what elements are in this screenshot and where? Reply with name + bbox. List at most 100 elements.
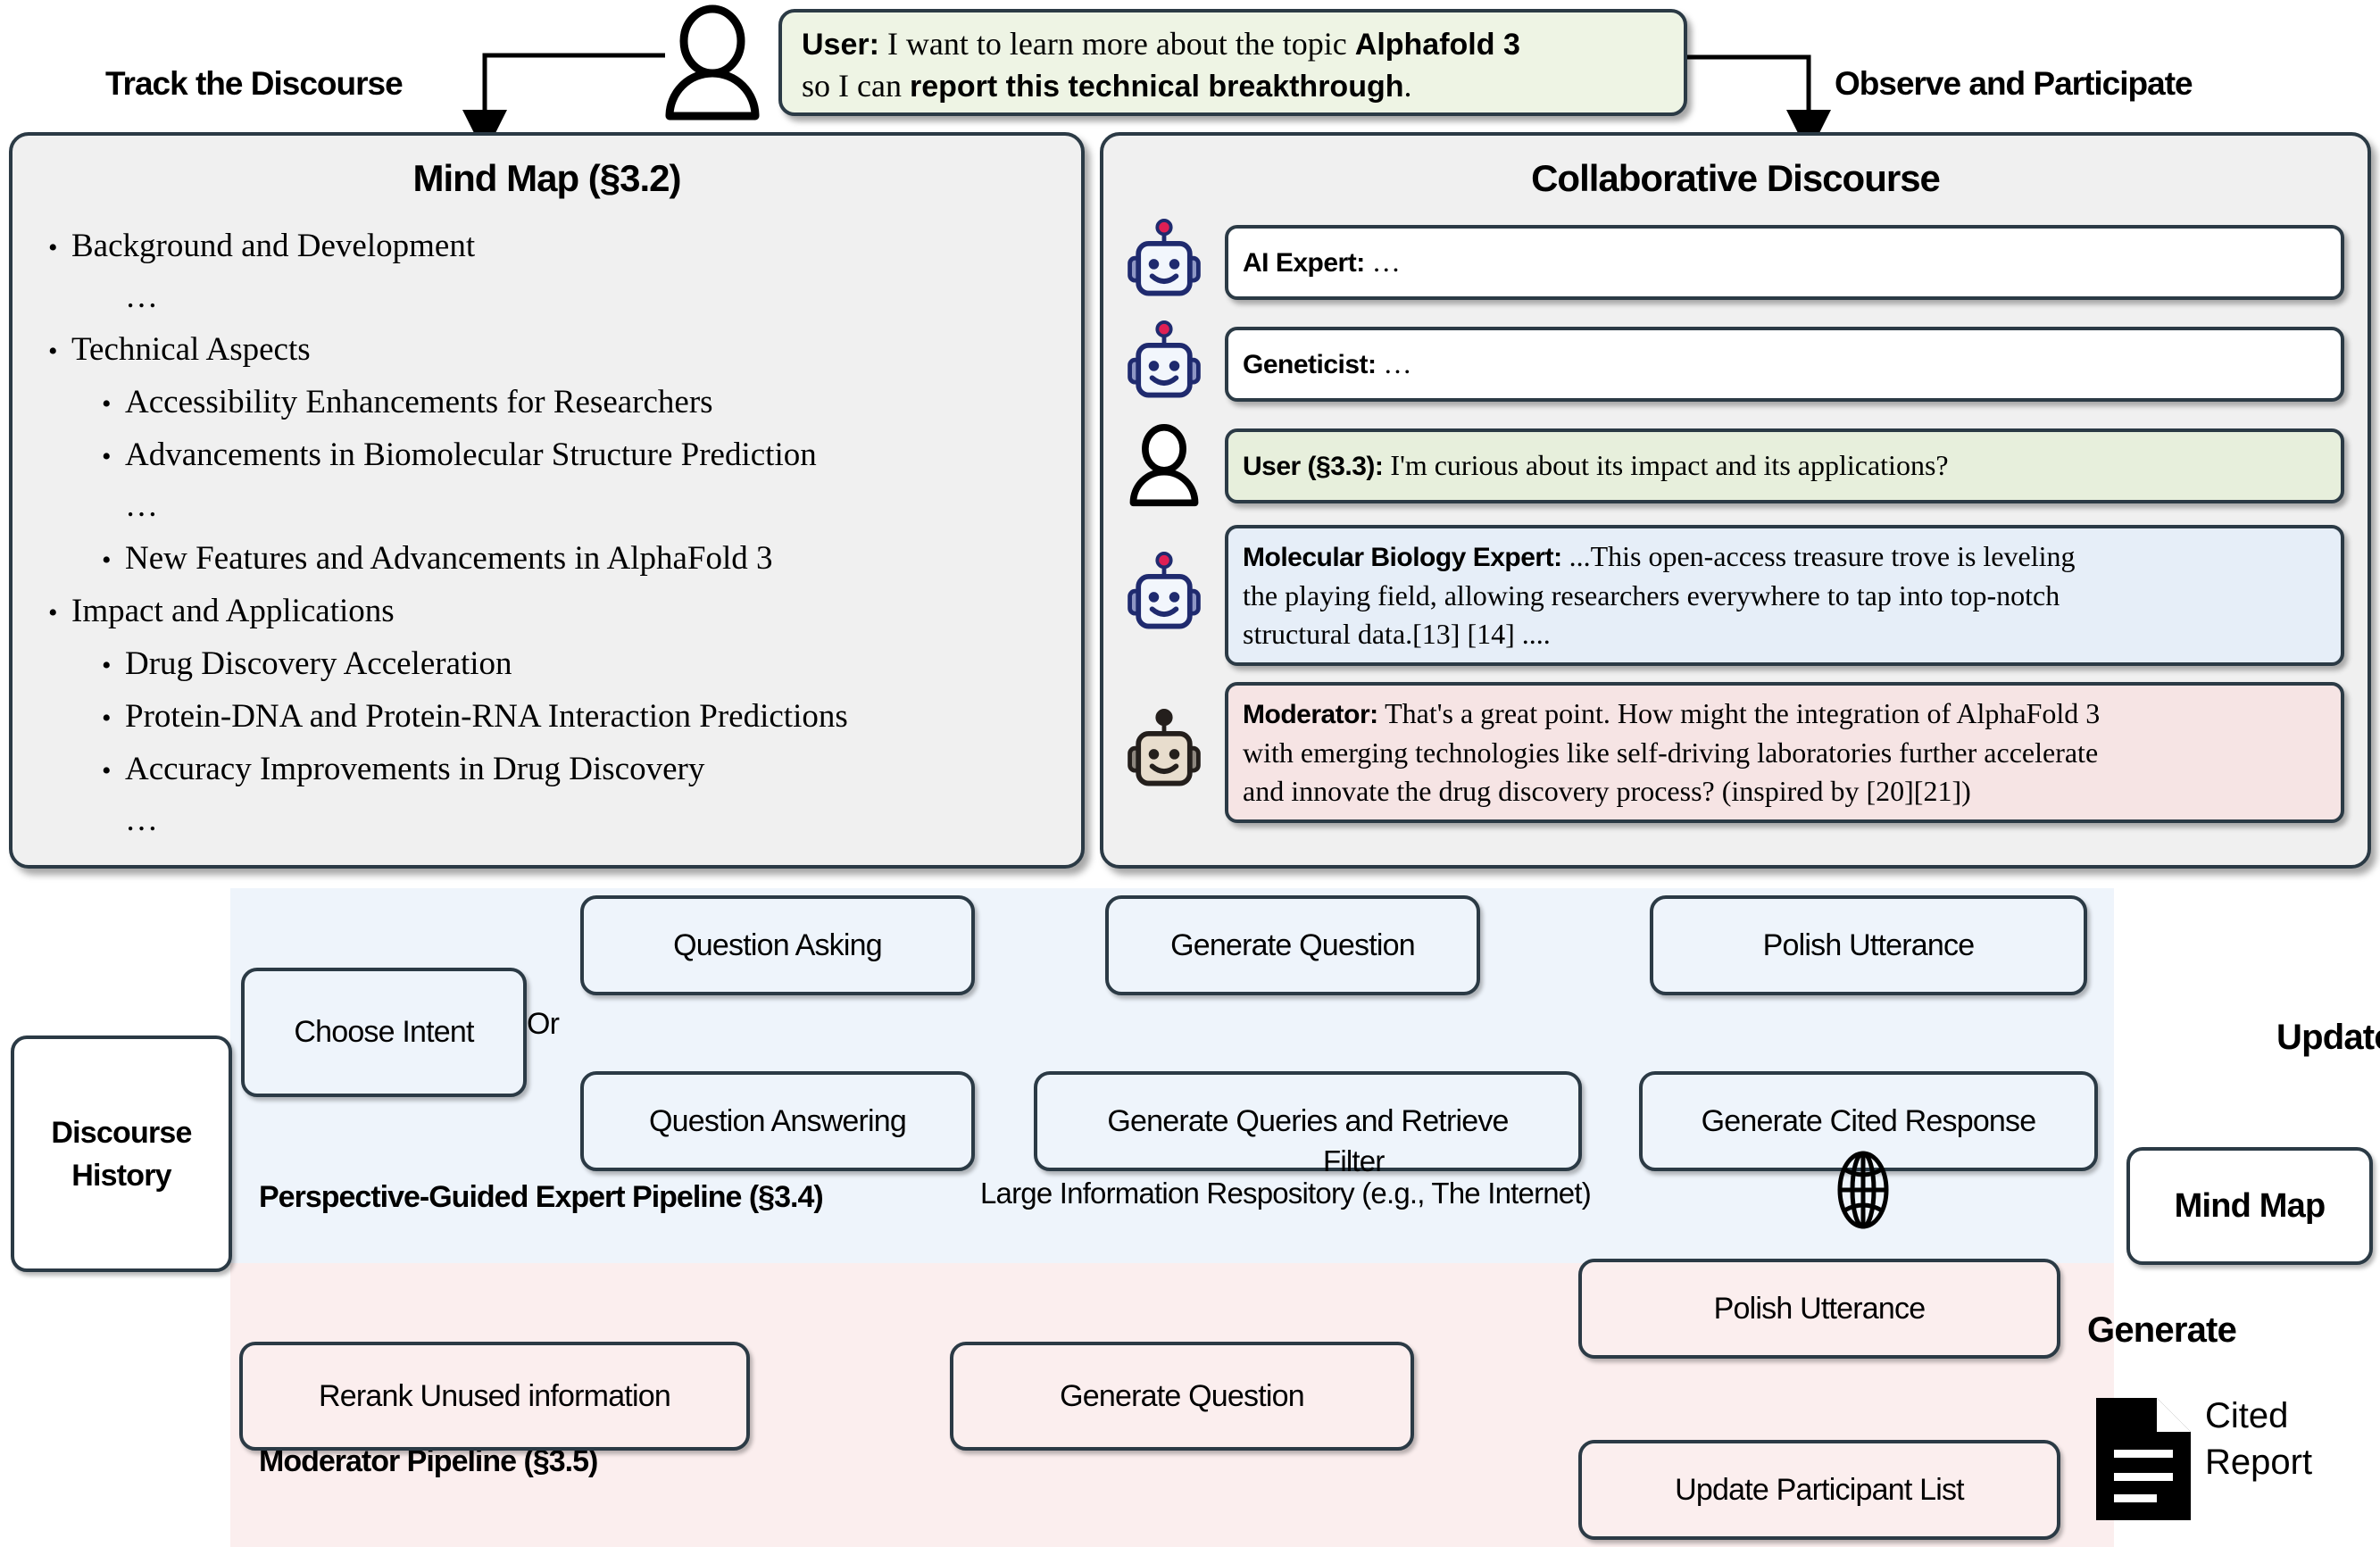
discourse-speaker-label: AI Expert: <box>1243 248 1365 278</box>
mind-map-panel: Mind Map (§3.2) • Background and Developm… <box>9 132 1085 869</box>
user-prompt-line2-plain-b: . <box>1403 68 1412 104</box>
user-person-avatar-top <box>665 4 760 121</box>
discourse-message-row: User (§3.3): I'm curious about its impac… <box>1119 423 2344 509</box>
collaborative-discourse-panel: Collaborative Discourse AI Expert: … Gene… <box>1100 132 2371 869</box>
discourse-speaker-label: Geneticist: <box>1243 350 1377 379</box>
discourse-message-line: AI Expert: … <box>1243 245 1401 278</box>
bullet-icon: • <box>102 651 112 680</box>
discourse-message-line: User (§3.3): I'm curious about its impac… <box>1243 449 1949 481</box>
avatar <box>1119 552 1209 638</box>
user-prompt-bubble: User: I want to learn more about the top… <box>778 9 1687 116</box>
bullet-icon: • <box>48 598 58 628</box>
user-prompt-line-2: so I can report this technical breakthro… <box>802 65 1666 107</box>
mind-map-item-label: Drug Discovery Acceleration <box>125 645 512 682</box>
user-prompt-line1-plain: I want to learn more about the topic <box>878 26 1355 62</box>
bullet-icon: • <box>48 233 58 262</box>
discourse-message-line: with emerging technologies like self-dri… <box>1243 736 2099 769</box>
moderator-polish-utterance-box[interactable]: Polish Utterance <box>1578 1259 2060 1359</box>
discourse-message-line: Moderator: That's a great point. How mig… <box>1243 697 2101 729</box>
mind-map-item: • New Features and Advancements in AlphaF… <box>102 539 1081 578</box>
discourse-message-bubble[interactable]: Moderator: That's a great point. How mig… <box>1225 682 2344 823</box>
track-the-discourse-label: Track the Discourse <box>105 65 404 102</box>
mind-map-item-label: Impact and Applications <box>71 593 395 629</box>
discourse-message-bubble[interactable]: Molecular Biology Expert: ...This open-a… <box>1225 525 2344 666</box>
mind-map-item: … <box>102 801 1081 839</box>
or-label: Or <box>527 1007 560 1041</box>
avatar <box>1119 423 1209 509</box>
bullet-icon: • <box>102 756 112 786</box>
rerank-unused-information-box[interactable]: Rerank Unused information <box>239 1342 750 1451</box>
mind-map-item-label: Protein-DNA and Protein-RNA Interaction … <box>125 698 848 735</box>
discourse-history-label-2: History <box>71 1158 171 1193</box>
cited-report-label: Cited Report <box>2205 1393 2312 1485</box>
discourse-message-line: and innovate the drug discovery process?… <box>1243 775 1971 807</box>
user-prompt-speaker: User: <box>802 28 879 62</box>
avatar <box>1119 320 1209 407</box>
discourse-message-line: the playing field, allowing researchers … <box>1243 579 2060 611</box>
mind-map-item-label: … <box>125 487 162 524</box>
mind-map-item: … <box>102 487 1081 525</box>
mind-map-item-label: … <box>125 279 162 315</box>
user-prompt-line-1: User: I want to learn more about the top… <box>802 23 1666 65</box>
discourse-message-line: structural data.[13] [14] .... <box>1243 618 1551 650</box>
mind-map-item-label: New Features and Advancements in AlphaFo… <box>125 540 773 577</box>
discourse-message-row: AI Expert: … <box>1119 219 2344 305</box>
user-prompt-line2-bold: report this technical breakthrough <box>909 70 1404 104</box>
question-asking-box[interactable]: Question Asking <box>580 895 975 995</box>
mind-map-item-label: Accuracy Improvements in Drug Discovery <box>125 751 705 787</box>
discourse-message-row: Moderator: That's a great point. How mig… <box>1119 682 2344 823</box>
user-prompt-line1-bold: Alphafold 3 <box>1354 28 1520 62</box>
avatar <box>1119 709 1209 795</box>
mind-map-item-label: … <box>125 802 162 838</box>
bullet-icon: • <box>48 337 58 366</box>
expert-pipeline-label: Perspective-Guided Expert Pipeline (§3.4… <box>259 1180 824 1214</box>
bullet-icon: • <box>102 703 112 733</box>
mind-map-item: • Technical Aspects <box>48 330 1081 369</box>
robot-blue-avatar <box>1128 320 1201 398</box>
discourse-message-list: AI Expert: … Geneticist: … User (§3.3): I'… <box>1103 219 2368 823</box>
discourse-message-row: Geneticist: … <box>1119 320 2344 407</box>
update-label: Update <box>2276 1018 2380 1057</box>
discourse-speaker-label: Moderator: <box>1243 700 1378 729</box>
expert-generate-question-box[interactable]: Generate Question <box>1105 895 1480 995</box>
update-participant-list-box[interactable]: Update Participant List <box>1578 1440 2060 1540</box>
robot-blue-avatar <box>1128 219 1201 296</box>
discourse-history-box[interactable]: Discourse History <box>11 1035 232 1272</box>
mind-map-title: Mind Map (§3.2) <box>412 157 681 199</box>
mind-map-item-label: Technical Aspects <box>71 331 311 368</box>
mind-map-item-label: Advancements in Biomolecular Structure P… <box>125 437 817 473</box>
discourse-speaker-label: User (§3.3): <box>1243 452 1384 481</box>
mind-map-item: • Background and Development <box>48 227 1081 265</box>
mind-map-item-label: Accessibility Enhancements for Researche… <box>125 384 713 420</box>
observe-and-participate-label: Observe and Participate <box>1835 65 2193 102</box>
expert-polish-utterance-box[interactable]: Polish Utterance <box>1650 895 2087 995</box>
cited-report-line-2: Report <box>2205 1443 2313 1482</box>
mind-map-item: • Accuracy Improvements in Drug Discovery <box>102 750 1081 788</box>
discourse-history-label-1: Discourse <box>51 1115 192 1150</box>
discourse-speaker-label: Molecular Biology Expert: <box>1243 543 1562 572</box>
discourse-title: Collaborative Discourse <box>1531 157 1941 199</box>
mind-map-output-box[interactable]: Mind Map <box>2126 1147 2373 1265</box>
discourse-message-bubble[interactable]: User (§3.3): I'm curious about its impac… <box>1225 428 2344 503</box>
repository-label: Large Information Respository (e.g., The… <box>980 1177 1592 1210</box>
mind-map-item: •Accessibility Enhancements for Research… <box>102 383 1081 421</box>
mind-map-item-label: Background and Development <box>71 228 476 264</box>
bullet-icon: • <box>102 545 112 575</box>
discourse-message-bubble[interactable]: Geneticist: … <box>1225 327 2344 402</box>
cited-report-line-1: Cited <box>2205 1396 2289 1435</box>
moderator-generate-question-box[interactable]: Generate Question <box>950 1342 1414 1451</box>
discourse-message-line: Geneticist: … <box>1243 347 1412 379</box>
bullet-icon: • <box>102 442 112 471</box>
user-prompt-line2-plain-a: so I can <box>802 68 910 104</box>
generate-queries-and-retrieve-box[interactable]: Generate Queries and Retrieve <box>1034 1071 1582 1171</box>
avatar <box>1119 219 1209 305</box>
discourse-message-bubble[interactable]: AI Expert: … <box>1225 225 2344 300</box>
mind-map-list: • Background and Development … • Technical A… <box>12 227 1081 839</box>
mind-map-item: • Protein-DNA and Protein-RNA Interaction… <box>102 697 1081 736</box>
question-answering-box[interactable]: Question Answering <box>580 1071 975 1171</box>
mind-map-item: • Drug Discovery Acceleration <box>102 645 1081 683</box>
choose-intent-box[interactable]: Choose Intent <box>241 968 527 1097</box>
discourse-message-line: Molecular Biology Expert: ...This open-a… <box>1243 540 2076 572</box>
filter-label: Filter <box>1323 1144 1385 1177</box>
mind-map-item: … <box>102 278 1081 316</box>
